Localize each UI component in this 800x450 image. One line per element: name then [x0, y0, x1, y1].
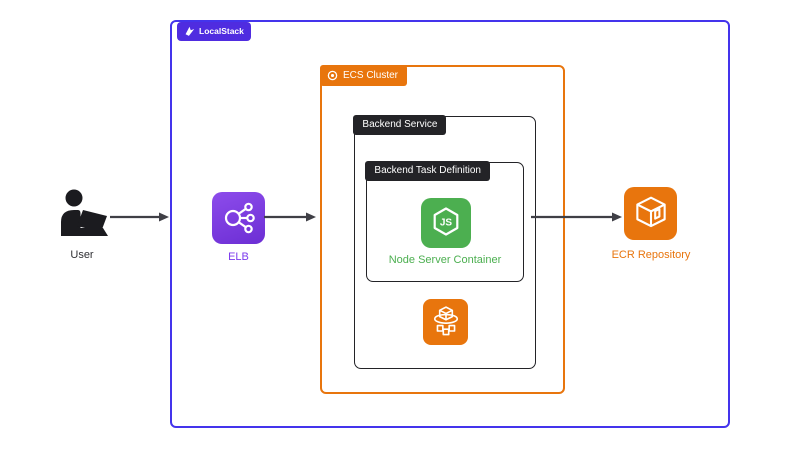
nodejs-hexagon-icon: JS	[433, 207, 459, 236]
cube-over-orbit-icon	[433, 306, 458, 336]
3d-cube-icon	[635, 196, 666, 227]
backend-service-container: Backend Service Backend Task Definition …	[353, 115, 536, 369]
arrow-user-to-localstack	[110, 212, 169, 222]
user-node	[54, 188, 110, 240]
person-at-laptop-icon	[61, 189, 108, 236]
backend-service-label: Backend Service	[362, 119, 438, 131]
backend-service-badge: Backend Service	[353, 115, 447, 136]
node-server-label: Node Server Container	[388, 254, 502, 266]
user-label: User	[70, 249, 94, 261]
task-definition-container: Backend Task Definition JS Node Server C…	[365, 161, 524, 282]
localstack-badge: LocalStack	[177, 22, 251, 41]
localstack-logo-icon	[185, 26, 195, 36]
ecs-cluster-container: ECS Cluster Backend Service Backend Task…	[320, 65, 565, 394]
ecs-service-node	[423, 299, 468, 345]
localstack-label: LocalStack	[199, 26, 244, 37]
ecs-cluster-badge: ECS Cluster	[320, 65, 408, 86]
ecr-repository-label: ECR Repository	[611, 249, 691, 261]
ring-dot-icon	[327, 70, 338, 81]
ecs-cluster-label: ECS Cluster	[343, 69, 399, 81]
node-server-node: JS	[421, 198, 471, 248]
load-balancer-nodes-icon	[224, 202, 255, 234]
task-definition-label: Backend Task Definition	[374, 165, 481, 177]
elb-node	[212, 192, 265, 244]
ecr-repository-node	[624, 187, 677, 240]
localstack-container: LocalStack ELB ECS Cluster	[170, 20, 730, 428]
elb-label: ELB	[228, 251, 249, 263]
task-definition-badge: Backend Task Definition	[365, 161, 490, 182]
nodejs-icon-text: JS	[440, 217, 453, 228]
